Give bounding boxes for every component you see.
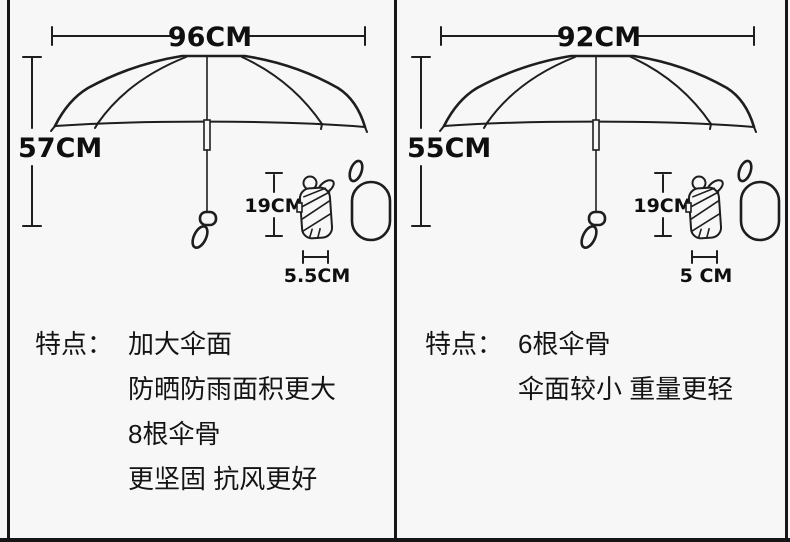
bottom-frame-bar <box>0 538 790 542</box>
handle-knob <box>198 210 218 227</box>
canopy-width-label: 96CM <box>168 22 252 53</box>
canopy-height-label: 57CM <box>18 133 102 164</box>
folded-height-measurement: 19CM <box>633 172 693 237</box>
wrist-strap-loop <box>580 225 598 249</box>
feature-line: 6根伞骨 <box>518 329 611 359</box>
canopy-width-measurement: 92CM <box>440 22 755 53</box>
center-divider <box>394 0 397 542</box>
storage-case-illustration <box>348 159 392 242</box>
feature-line: 8根伞骨 <box>128 419 221 449</box>
folded-height-measurement: 19CM <box>244 172 304 237</box>
feature-line: 更坚固 抗风更好 <box>128 464 318 494</box>
canopy-height-label: 55CM <box>407 133 491 164</box>
wrist-strap-loop <box>191 225 209 249</box>
folded-umbrella-illustration <box>296 175 335 240</box>
right-frame-border <box>785 0 788 542</box>
canopy-width-measurement: 96CM <box>51 22 366 53</box>
right-umbrella-diagram: 92CM 55CM <box>407 22 781 287</box>
canopy-width-label: 92CM <box>557 22 641 53</box>
features-heading: 特点： <box>425 329 504 359</box>
open-umbrella-illustration <box>50 54 368 249</box>
canopy-height-measurement: 57CM <box>18 56 102 227</box>
folded-height-label: 19CM <box>244 195 303 217</box>
folded-width-measurement: 5.5CM <box>284 250 351 287</box>
right-features-block: 特点： 6根伞骨 伞面较小 重量更轻 <box>425 322 733 412</box>
open-umbrella-illustration <box>439 54 757 249</box>
storage-case-illustration <box>737 159 781 242</box>
left-umbrella-panel: 96CM 57CM <box>10 0 394 542</box>
right-umbrella-panel: 92CM 55CM <box>399 0 783 542</box>
folded-height-label: 19CM <box>633 195 692 217</box>
handle-knob <box>587 210 607 227</box>
folded-umbrella-illustration <box>685 175 724 240</box>
features-heading: 特点： <box>35 329 114 359</box>
canopy-height-measurement: 55CM <box>407 56 491 227</box>
feature-line: 伞面较小 重量更轻 <box>518 374 734 404</box>
left-features-block: 特点： 加大伞面 防晒防雨面积更大 8根伞骨 更坚固 抗风更好 <box>35 322 336 502</box>
folded-width-label: 5 CM <box>680 265 733 287</box>
folded-width-measurement: 5 CM <box>680 250 733 287</box>
feature-line: 防晒防雨面积更大 <box>128 374 337 404</box>
left-frame-border <box>7 0 10 542</box>
folded-width-label: 5.5CM <box>284 265 351 287</box>
feature-line: 加大伞面 <box>128 329 233 359</box>
left-umbrella-diagram: 96CM 57CM <box>18 22 392 287</box>
